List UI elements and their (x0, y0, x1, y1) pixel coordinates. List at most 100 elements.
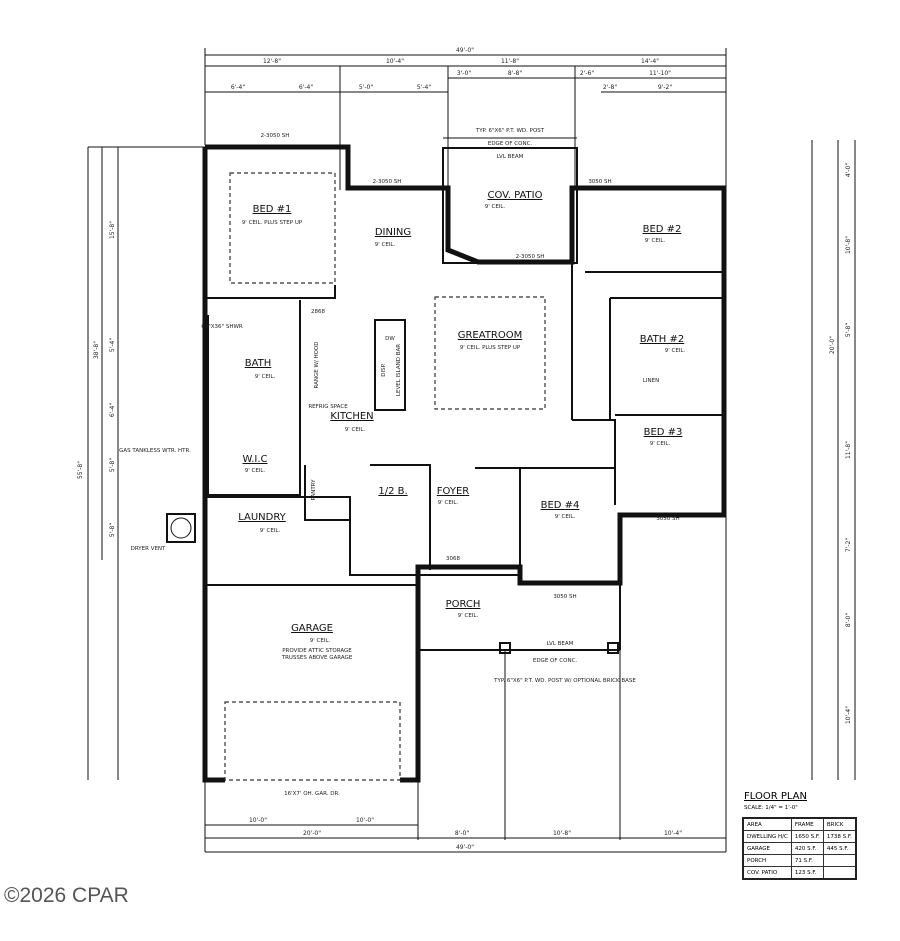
svg-text:4'-0": 4'-0" (845, 163, 852, 177)
svg-text:DISP.: DISP. (381, 363, 387, 377)
svg-text:9' CEIL.: 9' CEIL. (645, 238, 666, 244)
room-bed4: BED #4 (541, 500, 580, 511)
svg-text:9' CEIL.: 9' CEIL. (555, 514, 576, 520)
svg-text:9' CEIL.: 9' CEIL. (345, 427, 366, 433)
svg-text:TYP. 6"X6" P.T. WD. POST W/ OP: TYP. 6"X6" P.T. WD. POST W/ OPTIONAL BRI… (493, 678, 636, 684)
svg-text:2'-6": 2'-6" (580, 70, 594, 77)
svg-text:5'-0": 5'-0" (359, 84, 373, 91)
svg-text:9' CEIL.: 9' CEIL. (458, 613, 479, 619)
svg-text:49'-0": 49'-0" (456, 844, 474, 851)
room-greatroom: GREATROOM (458, 330, 523, 341)
watermark: ©2026 CPAR (4, 884, 129, 907)
svg-text:20'-0": 20'-0" (303, 830, 321, 837)
svg-text:REFRIG SPACE: REFRIG SPACE (308, 404, 348, 410)
svg-text:3068: 3068 (446, 556, 460, 562)
svg-text:10'-4": 10'-4" (386, 58, 404, 65)
svg-text:55'-8": 55'-8" (77, 461, 84, 479)
room-dining: DINING (375, 227, 411, 238)
svg-text:10'-4": 10'-4" (845, 706, 852, 724)
svg-text:9' CEIL. PLUS STEP UP: 9' CEIL. PLUS STEP UP (242, 220, 303, 226)
svg-text:2-3050 SH: 2-3050 SH (261, 133, 290, 139)
svg-text:9' CEIL.: 9' CEIL. (375, 242, 396, 248)
room-porch: PORCH (446, 599, 481, 610)
svg-text:20'-0": 20'-0" (829, 336, 836, 354)
svg-text:5'-4": 5'-4" (417, 84, 431, 91)
svg-text:6'-4": 6'-4" (231, 84, 245, 91)
svg-text:TYP. 6"X6" P.T. WD. POST: TYP. 6"X6" P.T. WD. POST (475, 128, 545, 134)
floor-plan-title: FLOOR PLAN (744, 791, 807, 802)
svg-text:5'-4": 5'-4" (109, 338, 116, 352)
svg-text:60"X36" SHWR: 60"X36" SHWR (201, 324, 243, 330)
svg-text:9' CEIL.: 9' CEIL. (485, 204, 506, 210)
svg-text:LVL BEAM: LVL BEAM (497, 154, 524, 160)
svg-text:11'-10": 11'-10" (649, 70, 671, 77)
svg-text:LINEN: LINEN (643, 378, 659, 384)
covered-patio-outline (442, 147, 578, 264)
svg-text:7'-2": 7'-2" (845, 538, 852, 552)
svg-text:6'-4": 6'-4" (109, 403, 116, 417)
svg-text:9' CEIL.: 9' CEIL. (650, 441, 671, 447)
bottom-dimensions: 10'-0" 10'-0" 20'-0" 8'-0" 10'-8" 10'-4"… (204, 515, 727, 853)
svg-text:8'-8": 8'-8" (508, 70, 522, 77)
svg-text:2-3050 SH: 2-3050 SH (516, 254, 545, 260)
svg-text:11'-8": 11'-8" (501, 58, 519, 65)
gas-heater-note: GAS TANKLESS WTR. HTR. (119, 448, 191, 454)
svg-text:LEVEL ISLAND BAR: LEVEL ISLAND BAR (396, 344, 402, 396)
room-laundry: LAUNDRY (238, 512, 286, 523)
room-bath: BATH (245, 358, 272, 369)
room-cov-patio: COV. PATIO (488, 190, 543, 201)
svg-text:5'-8": 5'-8" (109, 523, 116, 537)
svg-text:TRUSSES ABOVE GARAGE: TRUSSES ABOVE GARAGE (281, 655, 353, 661)
svg-text:9' CEIL.: 9' CEIL. (438, 500, 459, 506)
svg-text:5'-8": 5'-8" (109, 458, 116, 472)
svg-text:10'-0": 10'-0" (356, 817, 374, 824)
room-half-bath: 1/2 B. (378, 486, 407, 497)
svg-text:3050 SH: 3050 SH (656, 516, 679, 522)
top-dimensions: 49'-0" 12'-8" 10'-4" 11'-8" 14'-4" 3'-0"… (204, 47, 727, 190)
svg-text:10'-4": 10'-4" (664, 830, 682, 837)
interior-walls (205, 262, 724, 781)
floor-plan-scale: SCALE: 1/4" = 1'-0" (744, 805, 798, 811)
right-dimensions: 4'-0" 10'-8" 5'-8" 20'-0" 11'-8" 7'-2" 8… (811, 140, 856, 780)
svg-text:9' CEIL. PLUS STEP UP: 9' CEIL. PLUS STEP UP (460, 345, 521, 351)
svg-text:PANTRY: PANTRY (311, 479, 317, 501)
svg-text:9' CEIL.: 9' CEIL. (255, 374, 276, 380)
room-wic: W.I.C (242, 454, 267, 465)
svg-text:11'-8": 11'-8" (845, 441, 852, 459)
svg-text:3050 SH: 3050 SH (588, 179, 611, 185)
dryer-vent-icon (166, 513, 196, 543)
svg-text:EDGE OF CONC.: EDGE OF CONC. (533, 658, 578, 664)
svg-text:5'-8": 5'-8" (845, 323, 852, 337)
svg-text:8'-0": 8'-0" (455, 830, 469, 837)
svg-text:DW: DW (385, 336, 395, 342)
svg-text:6'-4": 6'-4" (299, 84, 313, 91)
room-bath2: BATH #2 (640, 334, 684, 345)
svg-text:PROVIDE ATTIC STORAGE: PROVIDE ATTIC STORAGE (282, 648, 352, 654)
greatroom-ceiling-outline (434, 296, 546, 410)
svg-text:10'-8": 10'-8" (553, 830, 571, 837)
svg-text:9' CEIL.: 9' CEIL. (245, 468, 266, 474)
svg-text:15'-8": 15'-8" (109, 221, 116, 239)
room-bed1: BED #1 (253, 204, 292, 215)
svg-text:9' CEIL.: 9' CEIL. (260, 528, 281, 534)
svg-text:LVL BEAM: LVL BEAM (547, 641, 574, 647)
svg-text:9'-2": 9'-2" (658, 84, 672, 91)
porch-post (607, 642, 619, 654)
svg-text:3'-0": 3'-0" (457, 70, 471, 77)
room-bed3: BED #3 (644, 427, 683, 438)
svg-text:10'-8": 10'-8" (845, 236, 852, 254)
svg-text:12'-8": 12'-8" (263, 58, 281, 65)
svg-text:RANGE W/ HOOD: RANGE W/ HOOD (314, 341, 320, 388)
room-kitchen: KITCHEN (330, 411, 373, 422)
svg-text:9' CEIL.: 9' CEIL. (310, 638, 331, 644)
left-dimensions: 55'-8" 38'-8" 15'-8" 5'-4" 6'-4" 5'-8" 5… (77, 146, 205, 780)
room-garage: GARAGE (291, 623, 333, 634)
svg-text:10'-0": 10'-0" (249, 817, 267, 824)
